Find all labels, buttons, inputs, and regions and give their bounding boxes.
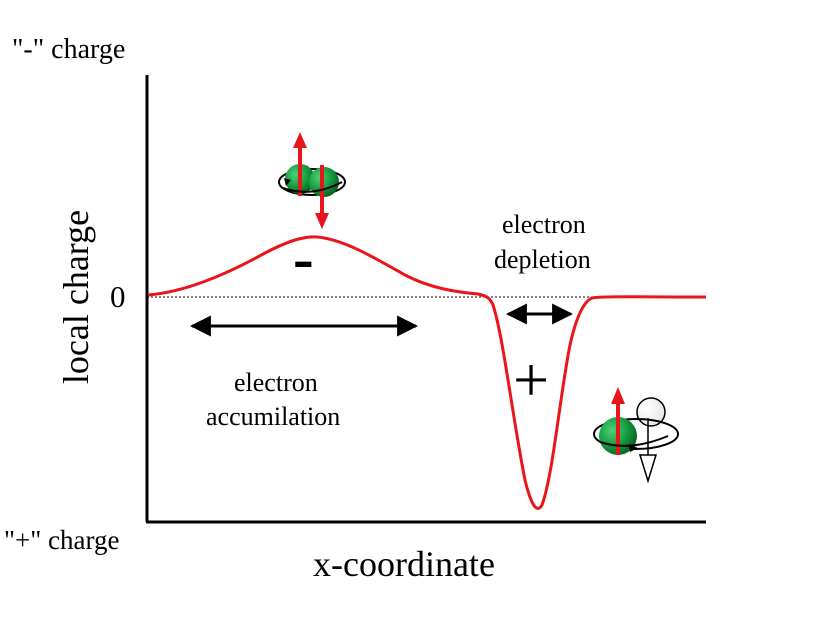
y-axis-label: local charge (56, 209, 96, 385)
minus-sign: - (293, 225, 314, 293)
charge-curve (147, 235, 707, 510)
zero-tick-label: 0 (110, 279, 126, 314)
axes (145, 75, 706, 524)
depletion-label-line2: depletion (494, 245, 591, 274)
positive-charge-label: "+" charge (4, 525, 120, 555)
depletion-label-line1: electron (502, 210, 586, 239)
negative-charge-label: "-" charge (12, 34, 126, 65)
x-axis-label: x-coordinate (313, 544, 495, 584)
spin-hole-icon (593, 387, 679, 484)
accumulation-label-line2: accumilation (206, 402, 341, 431)
plus-sign: + (513, 344, 550, 415)
spin-pair-icon (278, 132, 346, 229)
accumulation-label-line1: electron (234, 368, 318, 397)
